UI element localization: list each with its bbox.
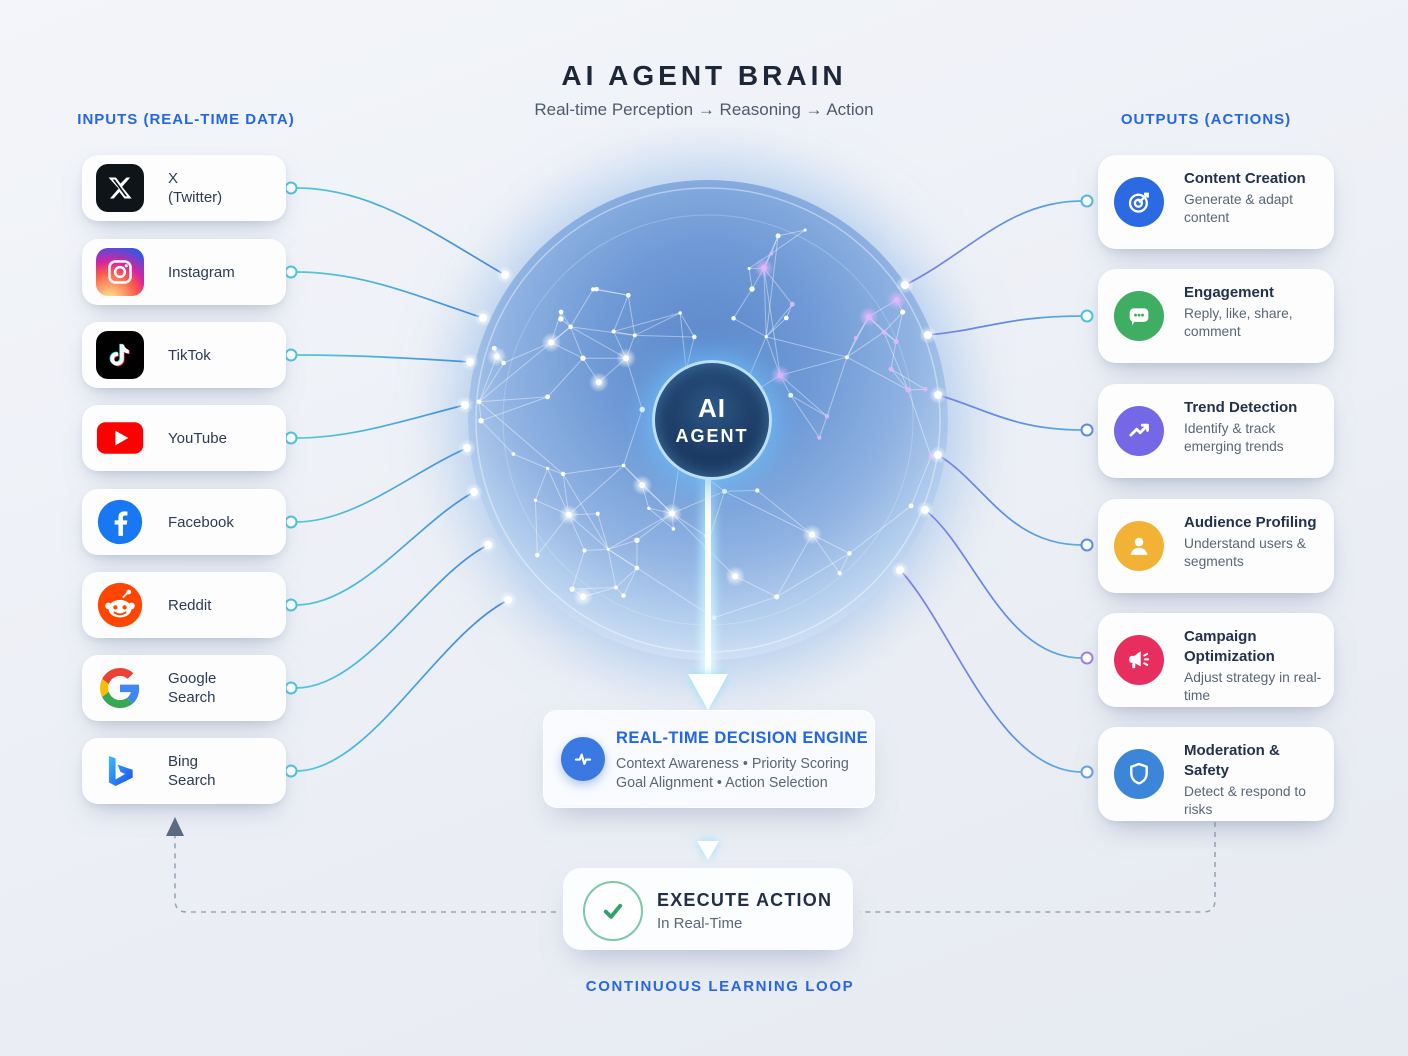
input-card-bing-search: Bing Search	[82, 738, 286, 804]
input-card-tiktok: TikTok	[82, 322, 286, 388]
input-label-line1: X	[168, 170, 179, 187]
input-label: TikTok	[168, 346, 211, 365]
decision-engine-line2: Goal Alignment • Action Selection	[616, 775, 828, 791]
output-text: Trend Detection Identify & track emergin…	[1184, 398, 1328, 456]
shield-icon	[1114, 749, 1164, 799]
input-card-x-twitter: X (Twitter)	[82, 155, 286, 221]
execute-action-panel: EXECUTE ACTION In Real-Time	[563, 868, 853, 950]
input-card-google-search: Google Search	[82, 655, 286, 721]
ai-core-label-line1: AI	[698, 393, 726, 423]
decision-engine-line1: Context Awareness • Priority Scoring	[616, 756, 849, 772]
output-title: Audience Profiling	[1184, 514, 1317, 531]
page-title: AI AGENT BRAIN	[561, 60, 847, 91]
input-card-reddit: Reddit	[82, 572, 286, 638]
input-label-line1: Facebook	[168, 513, 234, 531]
output-desc: Generate & adapt content	[1184, 192, 1293, 225]
reddit-icon	[96, 581, 144, 629]
person-icon	[1114, 521, 1164, 571]
execute-action-title: EXECUTE ACTION	[657, 890, 833, 910]
output-text: Engagement Reply, like, share, comment	[1184, 283, 1328, 341]
page-subtitle: Real-time Perception → Reasoning → Actio…	[534, 100, 874, 119]
input-label: Bing Search	[168, 752, 216, 790]
megaphone-icon	[1114, 635, 1164, 685]
youtube-icon	[96, 414, 144, 462]
decision-engine-panel: REAL-TIME DECISION ENGINE Context Awaren…	[543, 710, 875, 808]
output-desc: Detect & respond to risks	[1184, 784, 1306, 817]
tiktok-icon	[96, 331, 144, 379]
facebook-icon	[96, 498, 144, 546]
input-card-facebook: Facebook	[82, 489, 286, 555]
input-label-line1: TikTok	[168, 346, 211, 364]
inputs-heading: INPUTS (REAL-TIME DATA)	[77, 111, 295, 128]
input-label-line1: Instagram	[168, 263, 235, 281]
input-label-line1: Bing	[168, 753, 199, 770]
input-card-youtube: YouTube	[82, 405, 286, 471]
x-twitter-icon	[96, 164, 144, 212]
input-label-line2: (Twitter)	[168, 189, 223, 206]
input-label: Reddit	[168, 596, 211, 615]
output-desc: Identify & track emerging trends	[1184, 421, 1284, 454]
ai-core-label-line2: AGENT	[675, 426, 749, 446]
input-card-instagram: Instagram	[82, 239, 286, 305]
instagram-icon	[96, 248, 144, 296]
output-card-campaign-optimization: Campaign Optimization Adjust strategy in…	[1098, 613, 1334, 707]
engine-to-execute-arrow	[697, 810, 719, 860]
output-card-content-creation: Content Creation Generate & adapt conten…	[1098, 155, 1334, 249]
output-card-trend-detection: Trend Detection Identify & track emergin…	[1098, 384, 1334, 478]
decision-engine-title: REAL-TIME DECISION ENGINE	[616, 729, 869, 747]
input-label: X (Twitter)	[168, 169, 222, 207]
check-icon	[583, 881, 643, 941]
input-label-line2: Search	[168, 772, 216, 789]
ai-agent-core: AI AGENT	[652, 360, 772, 480]
google-icon	[96, 664, 144, 712]
output-title: Content Creation	[1184, 170, 1306, 187]
learning-loop-arrowhead	[166, 817, 184, 836]
output-text: Campaign Optimization Adjust strategy in…	[1184, 627, 1328, 705]
input-label-line2: Search	[168, 689, 216, 706]
output-text: Moderation & Safety Detect & respond to …	[1184, 741, 1328, 819]
input-label: Google Search	[168, 669, 216, 707]
input-label: Instagram	[168, 263, 235, 282]
chat-bubble-icon	[1114, 291, 1164, 341]
bing-icon	[96, 747, 144, 795]
trend-up-icon	[1114, 406, 1164, 456]
output-card-moderation-safety: Moderation & Safety Detect & respond to …	[1098, 727, 1334, 821]
output-title: Engagement	[1184, 284, 1275, 301]
input-label-line1: Google	[168, 670, 217, 687]
output-title: Moderation & Safety	[1184, 742, 1280, 779]
input-label-line1: Reddit	[168, 596, 212, 614]
output-desc: Adjust strategy in real-time	[1184, 670, 1322, 703]
output-text: Content Creation Generate & adapt conten…	[1184, 169, 1328, 227]
input-label-line1: YouTube	[168, 429, 227, 447]
output-desc: Understand users & segments	[1184, 536, 1306, 569]
output-title: Trend Detection	[1184, 399, 1298, 416]
pulse-icon	[561, 737, 605, 781]
output-title: Campaign Optimization	[1184, 628, 1275, 665]
outputs-heading: OUTPUTS (ACTIONS)	[1120, 111, 1292, 128]
input-label: YouTube	[168, 429, 227, 448]
execute-action-subtitle: In Real-Time	[657, 915, 743, 932]
output-card-audience-profiling: Audience Profiling Understand users & se…	[1098, 499, 1334, 593]
output-desc: Reply, like, share, comment	[1184, 306, 1293, 339]
output-card-engagement: Engagement Reply, like, share, comment	[1098, 269, 1334, 363]
input-label: Facebook	[168, 513, 234, 532]
output-text: Audience Profiling Understand users & se…	[1184, 513, 1328, 571]
target-icon	[1114, 177, 1164, 227]
continuous-learning-loop-label: CONTINUOUS LEARNING LOOP	[585, 978, 855, 995]
